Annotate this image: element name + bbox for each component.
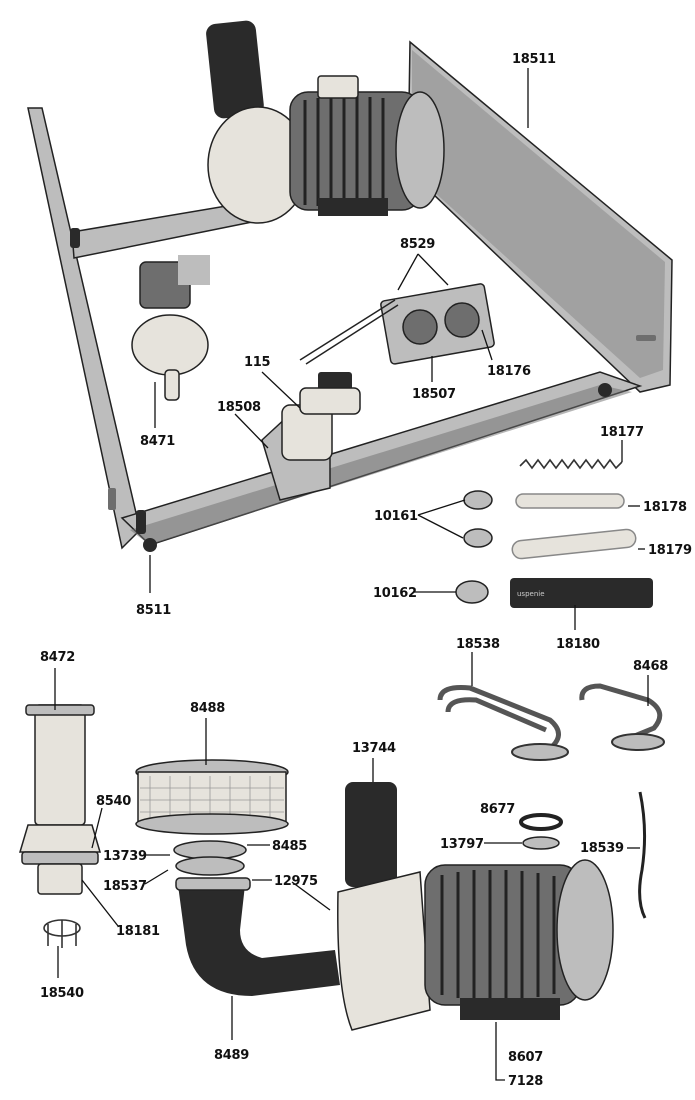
strainer-18540: [43, 919, 81, 948]
label-13739: 13739: [103, 849, 147, 864]
overflow-filter-8472: [18, 704, 102, 895]
label-8607: 8607: [508, 1050, 543, 1065]
label-8471: 8471: [140, 434, 175, 449]
label-18179: 18179: [648, 543, 692, 558]
frame-foot-8511: [143, 538, 157, 552]
hose-clamp-12975: [175, 877, 251, 891]
nut-18537: [175, 856, 245, 876]
solenoid-valve-115: [261, 372, 361, 501]
pump-motor-bottom: [337, 782, 614, 1031]
label-8677: 8677: [480, 802, 515, 817]
pump-motor-top: [206, 20, 445, 224]
label-8472: 8472: [40, 650, 75, 665]
label-18538: 18538: [456, 637, 500, 652]
heating-element-8468: [579, 683, 665, 751]
leader-lines: [54, 68, 649, 1081]
label-18176: 18176: [487, 364, 531, 379]
label-10161: 10161: [374, 509, 418, 524]
hose-print-text: uspenie: [517, 590, 545, 598]
label-12975: 12975: [274, 874, 318, 889]
label-18177: 18177: [600, 425, 644, 440]
gasket-13797: [522, 836, 560, 850]
label-18508: 18508: [217, 400, 261, 415]
tube-18178: [515, 493, 625, 509]
label-18539: 18539: [580, 841, 624, 856]
label-10162: 10162: [373, 586, 417, 601]
label-18507: 18507: [412, 387, 456, 402]
hose-clamp-10162: [455, 580, 489, 604]
part-number-labels: 18511 8529 18176 18507 115 18508 8471 18…: [40, 52, 692, 1089]
label-18178: 18178: [643, 500, 687, 515]
pump-heater-assembly-illustration: [18, 683, 665, 1031]
label-18180: 18180: [556, 637, 600, 652]
label-13744: 13744: [352, 741, 396, 756]
back-cross-rail: [71, 201, 253, 259]
heating-element-18538: [437, 685, 569, 761]
label-7128: 7128: [508, 1074, 543, 1089]
label-8529: 8529: [400, 237, 435, 252]
label-8511: 8511: [136, 603, 171, 618]
label-8468: 8468: [633, 659, 668, 674]
label-18540: 18540: [40, 986, 84, 1001]
label-8540: 8540: [96, 794, 131, 809]
label-8485: 8485: [272, 839, 307, 854]
label-18511: 18511: [512, 52, 556, 67]
drain-hose-18180: [510, 578, 653, 608]
thermostat-18507: [299, 283, 495, 365]
left-frame-rail: [27, 107, 141, 550]
filter-basket-8488: [135, 759, 289, 835]
elbow-hose-8489: [178, 885, 340, 996]
cable-18539: [638, 791, 647, 919]
label-8489: 8489: [214, 1048, 249, 1063]
frame-assembly-illustration: uspenie: [27, 20, 673, 608]
o-ring-8677: [519, 813, 563, 831]
hose-clamps-10161: [463, 490, 493, 548]
label-8488: 8488: [190, 701, 225, 716]
tube-18179: [511, 528, 637, 560]
label-18181: 18181: [116, 924, 160, 939]
label-18537: 18537: [103, 879, 147, 894]
drain-valve-8471: [131, 255, 210, 401]
spring-18177: [519, 458, 623, 470]
label-115: 115: [244, 355, 270, 370]
label-13797: 13797: [440, 837, 484, 852]
